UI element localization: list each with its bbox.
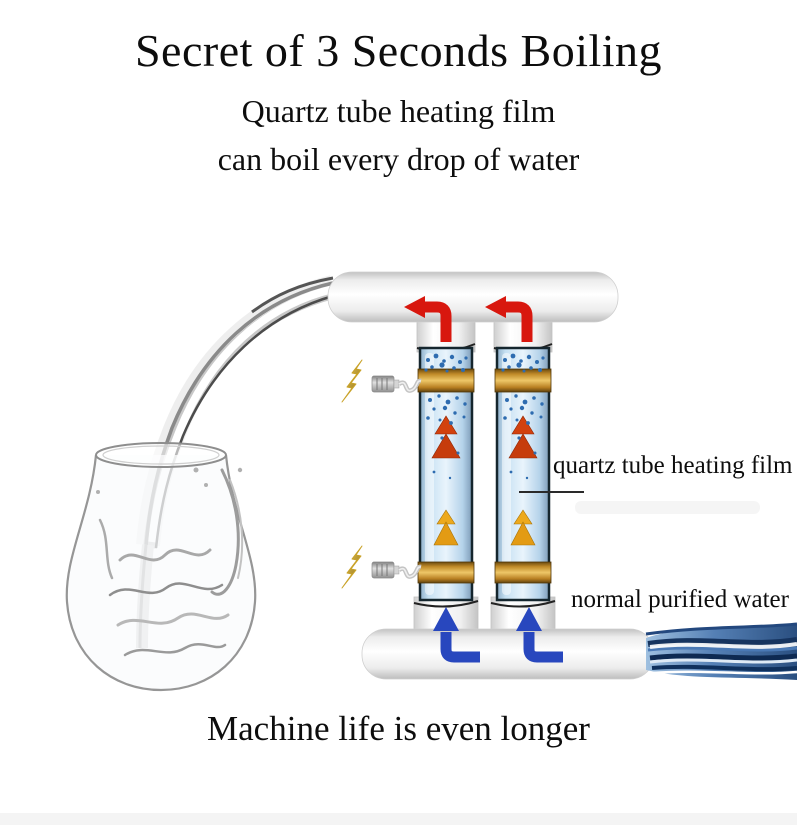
- hot-water-arrow-left: [404, 296, 452, 342]
- arrow-head: [404, 296, 425, 318]
- inlet-water-stream: [645, 622, 797, 680]
- label-quartz-tube-heating-film: quartz tube heating film: [553, 452, 793, 479]
- subtitle-line-2: can boil every drop of water: [217, 141, 580, 177]
- hot-water-outlet-pipe: [327, 271, 619, 323]
- cold-water-arrow-left: [433, 607, 480, 663]
- arrow-head: [516, 607, 542, 631]
- page-title: Secret of 3 Seconds Boiling: [134, 25, 663, 76]
- subtitle-line-1: Quartz tube heating film: [241, 93, 556, 129]
- power-supply-bottom: [342, 546, 421, 588]
- power-supply-top: [342, 360, 421, 402]
- water-glass: [65, 442, 257, 692]
- label-normal-purified-water: normal purified water: [571, 586, 789, 613]
- faded-text-smudge: [575, 501, 760, 514]
- arrow-head: [485, 296, 506, 318]
- hot-water-arrow-right: [485, 296, 533, 342]
- bottom-strip: [0, 813, 797, 825]
- arrow-head: [433, 607, 459, 631]
- cold-water-arrow-right: [516, 607, 563, 663]
- heating-tube-left: [416, 346, 476, 602]
- cold-water-inlet-pipe: [361, 628, 655, 680]
- water-splash: [98, 468, 244, 657]
- caption-machine-life: Machine life is even longer: [207, 709, 590, 748]
- heating-tube-right: [493, 346, 553, 602]
